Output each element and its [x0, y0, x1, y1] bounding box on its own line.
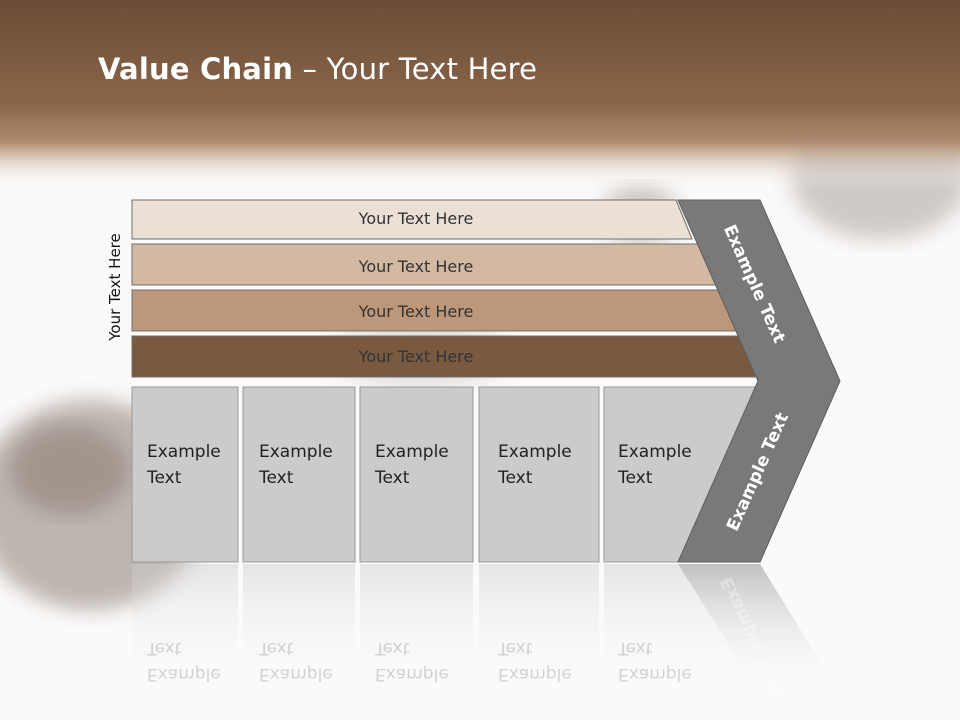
activity-box-5-line2: Text: [618, 468, 653, 488]
margin-chevron-arrow: [677, 199, 841, 563]
support-bar-1: [131, 199, 693, 240]
activity-box-4-line2: Text: [498, 468, 533, 488]
activity-box-1-line2: Text: [147, 468, 182, 488]
activity-box-2-line1: Example: [259, 442, 333, 462]
support-bar-4-label: Your Text Here: [358, 347, 474, 366]
activity-box-3-line1: Example: [375, 442, 449, 462]
activity-box-1-reflection: Example Text: [147, 635, 247, 687]
activity-box-3-reflection-line1: Example: [375, 664, 449, 684]
support-bar-3-label: Your Text Here: [358, 302, 474, 321]
activity-box-2-line2: Text: [259, 468, 294, 488]
activity-box-2-reflection: Example Text: [259, 635, 359, 687]
activity-box-3-reflection: Example Text: [375, 635, 475, 687]
activity-box-2: [242, 386, 356, 563]
support-bar-1-label: Your Text Here: [358, 209, 474, 228]
activity-box-4-reflection-line1: Example: [498, 664, 572, 684]
activity-box-2-reflection-line1: Example: [259, 664, 333, 684]
support-bar-2-label: Your Text Here: [358, 257, 474, 276]
activity-box-5-line1: Example: [618, 442, 692, 462]
activity-box-3-line2: Text: [375, 468, 410, 488]
activity-box-1-reflection-line1: Example: [147, 664, 221, 684]
activity-box-5-reflection: Example Text: [618, 635, 718, 687]
activity-box-5-reflection-line2: Text: [618, 638, 653, 658]
activity-box-4: [478, 386, 600, 563]
activity-box-1-reflection-line2: Text: [147, 638, 182, 658]
activity-box-4-reflection-line2: Text: [498, 638, 533, 658]
activity-box-1: [131, 386, 239, 563]
slide-title-bold: Value Chain: [98, 52, 294, 86]
slide-title-rest: – Your Text Here: [293, 52, 538, 86]
activity-box-2-reflection-line2: Text: [259, 638, 294, 658]
activity-box-4-line1: Example: [498, 442, 572, 462]
activity-box-5-reflection-line1: Example: [618, 664, 692, 684]
activity-box-1-line1: Example: [147, 442, 221, 462]
activity-box-4-reflection: Example Text: [498, 635, 598, 687]
activity-box-3: [359, 386, 474, 563]
activity-box-3-reflection-line2: Text: [375, 638, 410, 658]
slide-title: Value Chain – Your Text Here: [98, 52, 537, 86]
